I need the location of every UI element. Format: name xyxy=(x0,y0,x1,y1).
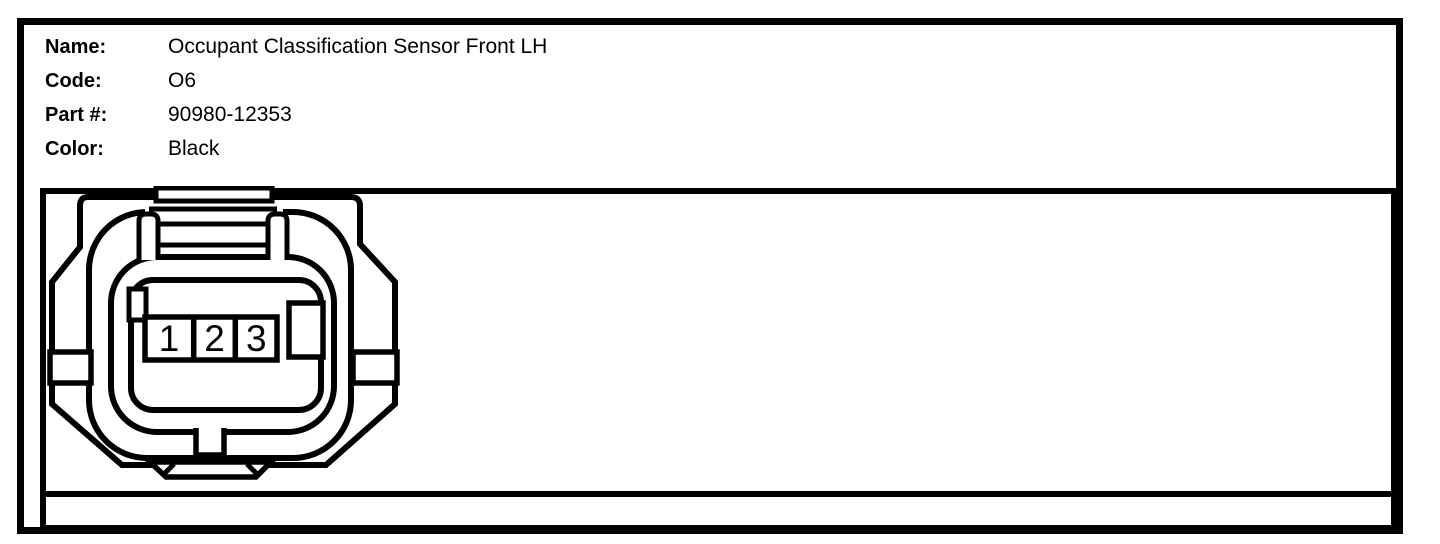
name-value: Occupant Classification Sensor Front LH xyxy=(168,35,548,58)
bottom-keyway-notch xyxy=(193,428,227,458)
info-row-part-number: Part #: 90980-12353 xyxy=(45,98,945,132)
code-value: O6 xyxy=(168,69,197,92)
color-label: Color: xyxy=(45,138,104,160)
info-row-color: Color: Black xyxy=(45,132,945,166)
left-keying-slot xyxy=(126,286,149,323)
side-tab-right xyxy=(350,349,400,386)
top-step xyxy=(153,186,275,204)
terminal-row xyxy=(142,314,280,363)
code-label: Code: xyxy=(45,70,102,92)
right-keying-block xyxy=(286,300,326,360)
connector-diagram: 1 2 3 xyxy=(47,186,400,480)
part-number-value: 90980-12353 xyxy=(168,103,292,126)
name-label: Name: xyxy=(45,36,107,58)
pin-2-label: 2 xyxy=(204,318,225,359)
info-row-name: Name: Occupant Classification Sensor Fro… xyxy=(45,30,945,64)
bottom-tab-tick-left xyxy=(161,462,176,477)
bottom-tab xyxy=(143,459,278,480)
side-tab-left xyxy=(47,349,94,386)
bottom-tab-tick-right xyxy=(245,462,260,477)
pin-3-label: 3 xyxy=(246,318,267,359)
lock-post-left xyxy=(136,211,161,260)
pin-1-label: 1 xyxy=(159,318,180,359)
part-info-block: Name: Occupant Classification Sensor Fro… xyxy=(45,30,945,166)
color-value: Black xyxy=(168,137,220,160)
lock-post-right xyxy=(265,211,290,260)
empty-footer-row xyxy=(40,491,1397,531)
info-row-code: Code: O6 xyxy=(45,64,945,98)
part-number-label: Part #: xyxy=(45,104,108,126)
